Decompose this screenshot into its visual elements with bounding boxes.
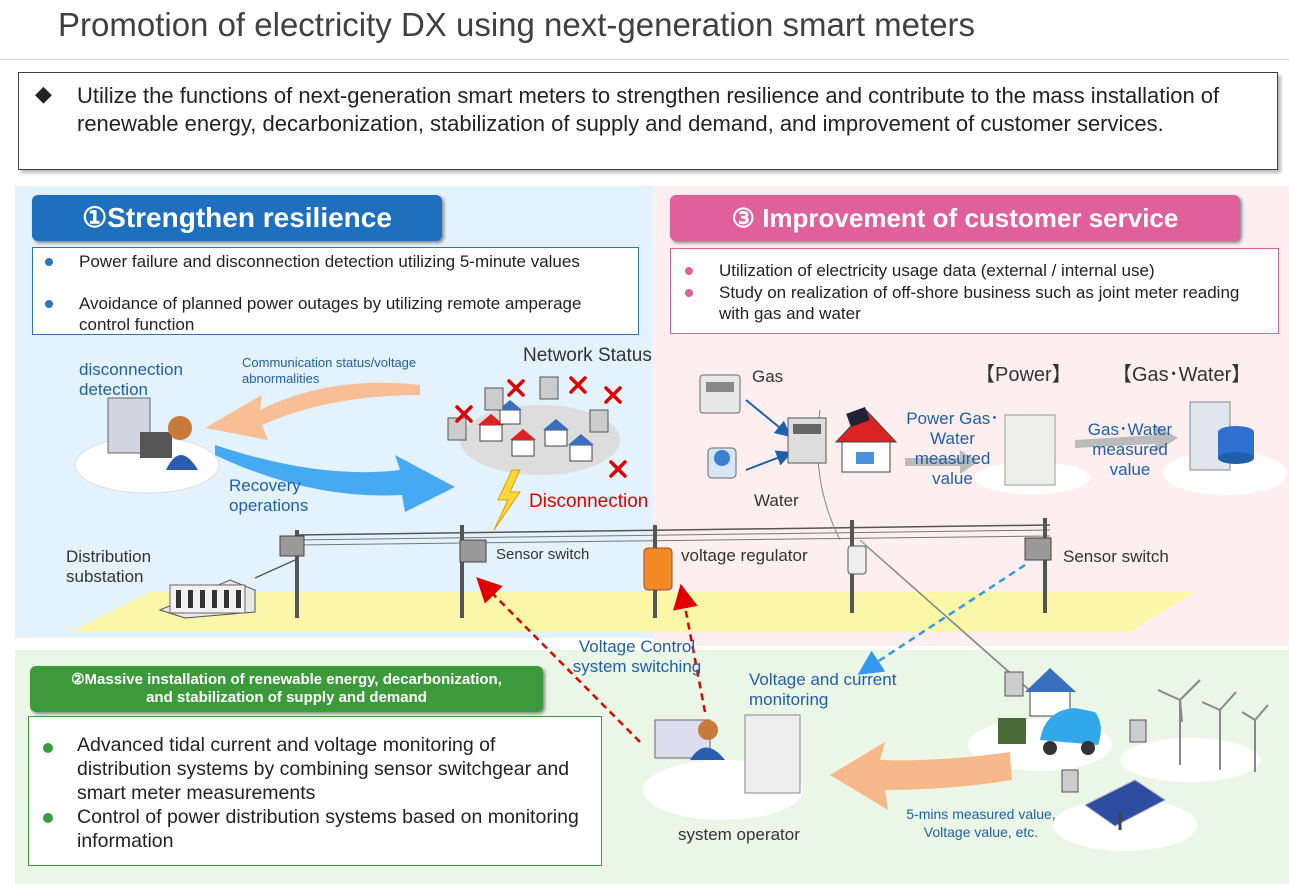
voltage-regulator-label: voltage regulator [681, 546, 808, 565]
voltage-control-arrow-2 [673, 583, 707, 713]
power-server-icon [1004, 414, 1056, 486]
bullet-text: Power failure and disconnection detectio… [79, 252, 580, 271]
monitoring-arrow [857, 563, 1026, 675]
power-label: 【Power】 [975, 364, 1072, 386]
transformer-unit [847, 545, 867, 575]
water-meter-icon [707, 447, 737, 479]
summary-text: Utilize the functions of next-generation… [77, 83, 1220, 136]
gas-water-measured-label: Gas･Water measured value [1087, 420, 1173, 479]
sensor-switch-left-label: Sensor switch [496, 546, 590, 563]
sensor-switch-right-label: Sensor switch [1063, 547, 1169, 566]
title-divider [0, 59, 1289, 60]
bullet-dot-icon [685, 267, 693, 275]
meter-icons [447, 376, 609, 441]
comm-status-label: Communication status/voltage abnormaliti… [242, 355, 417, 386]
gas-water-measured-arrow [1075, 425, 1178, 452]
gas-meter-icon [699, 374, 741, 414]
bullet-text: Avoidance of planned power outages by ut… [79, 294, 582, 334]
comm-status-arrow [205, 382, 420, 440]
bullet-text: Study on realization of off-shore busine… [719, 283, 1240, 323]
customer-service-bullets: Utilization of electricity usage data (e… [670, 248, 1279, 334]
diamond-bullet-icon: ◆ [35, 81, 52, 106]
disconnection-detection-label: disconnection detection [79, 360, 183, 399]
ground-plane [70, 592, 1195, 632]
distribution-substation-label: Distribution substation [66, 547, 152, 586]
wind-turbine-icons [1157, 679, 1269, 772]
voltage-regulator-unit [643, 547, 673, 591]
pole-switch-box [279, 535, 305, 557]
detection-workstation [107, 397, 198, 470]
bullet-dot-icon [685, 289, 693, 297]
bullet-dot-icon [45, 300, 53, 308]
renewable-header: ②Massive installation of renewable energ… [30, 666, 543, 712]
substation-building [158, 579, 256, 619]
disconnection-label: Disconnection [529, 491, 649, 512]
summary-box: ◆ Utilize the functions of next-generati… [18, 72, 1278, 170]
recovery-operations-label: Recovery operations [229, 476, 309, 515]
wind-platform [1120, 738, 1260, 782]
bullet-text: Advanced tidal current and voltage monit… [77, 734, 570, 804]
renewable-bullets: Advanced tidal current and voltage monit… [28, 716, 602, 866]
power-measured-arrow [905, 450, 978, 474]
sensor-switch-left-box [459, 539, 487, 563]
recovery-arrow [215, 445, 455, 512]
smart-meter-icon [787, 417, 827, 464]
renewable-header-line2: and stabilization of supply and demand [146, 689, 427, 706]
bullet-dot-icon [43, 743, 53, 753]
fault-x-marks [455, 376, 627, 478]
voltage-control-arrow-1 [476, 577, 641, 743]
water-label: Water [754, 491, 799, 510]
house-meter-icon [1004, 671, 1024, 697]
resilience-header: ①Strengthen resilience [32, 195, 442, 241]
sensor-switch-right-box [1024, 537, 1052, 561]
system-operator-icon [654, 714, 801, 794]
customer-service-header: ③ Improvement of customer service [670, 195, 1240, 241]
lightning-icon [493, 469, 521, 531]
gas-water-label: 【Gas･Water】 [1112, 364, 1252, 386]
system-operator-label: system operator [678, 825, 800, 844]
page-title: Promotion of electricity DX using next-g… [58, 6, 976, 43]
voltage-control-label: Voltage Control system switching [572, 637, 702, 676]
wind-meter-icon [1129, 719, 1147, 743]
bullet-dot-icon [43, 813, 53, 823]
network-houses [478, 400, 594, 462]
bullet-text: Utilization of electricity usage data (e… [719, 261, 1155, 280]
house-ev-icon [998, 668, 1101, 755]
bullet-text: Control of power distribution systems ba… [77, 806, 579, 852]
voltage-current-monitoring-label: Voltage and current monitoring [749, 670, 897, 709]
solar-platform [1053, 799, 1197, 851]
five-mins-label: 5-mins measured value, Voltage value, et… [906, 806, 1056, 840]
bullet-dot-icon [45, 258, 53, 266]
solar-meter-icon [1061, 769, 1079, 793]
measured-values-arrow [830, 742, 1012, 810]
gas-label: Gas [752, 367, 784, 386]
gas-water-server-icon [1189, 401, 1254, 471]
network-status-label: Network Status [523, 345, 652, 366]
solar-panel-icon [1084, 779, 1166, 830]
renewable-header-line1: ②Massive installation of renewable energ… [71, 671, 502, 688]
resilience-bullets: Power failure and disconnection detectio… [32, 247, 639, 335]
power-gas-water-measured-label: Power Gas･Water measured value [906, 409, 999, 488]
customer-house-icon [834, 407, 898, 473]
